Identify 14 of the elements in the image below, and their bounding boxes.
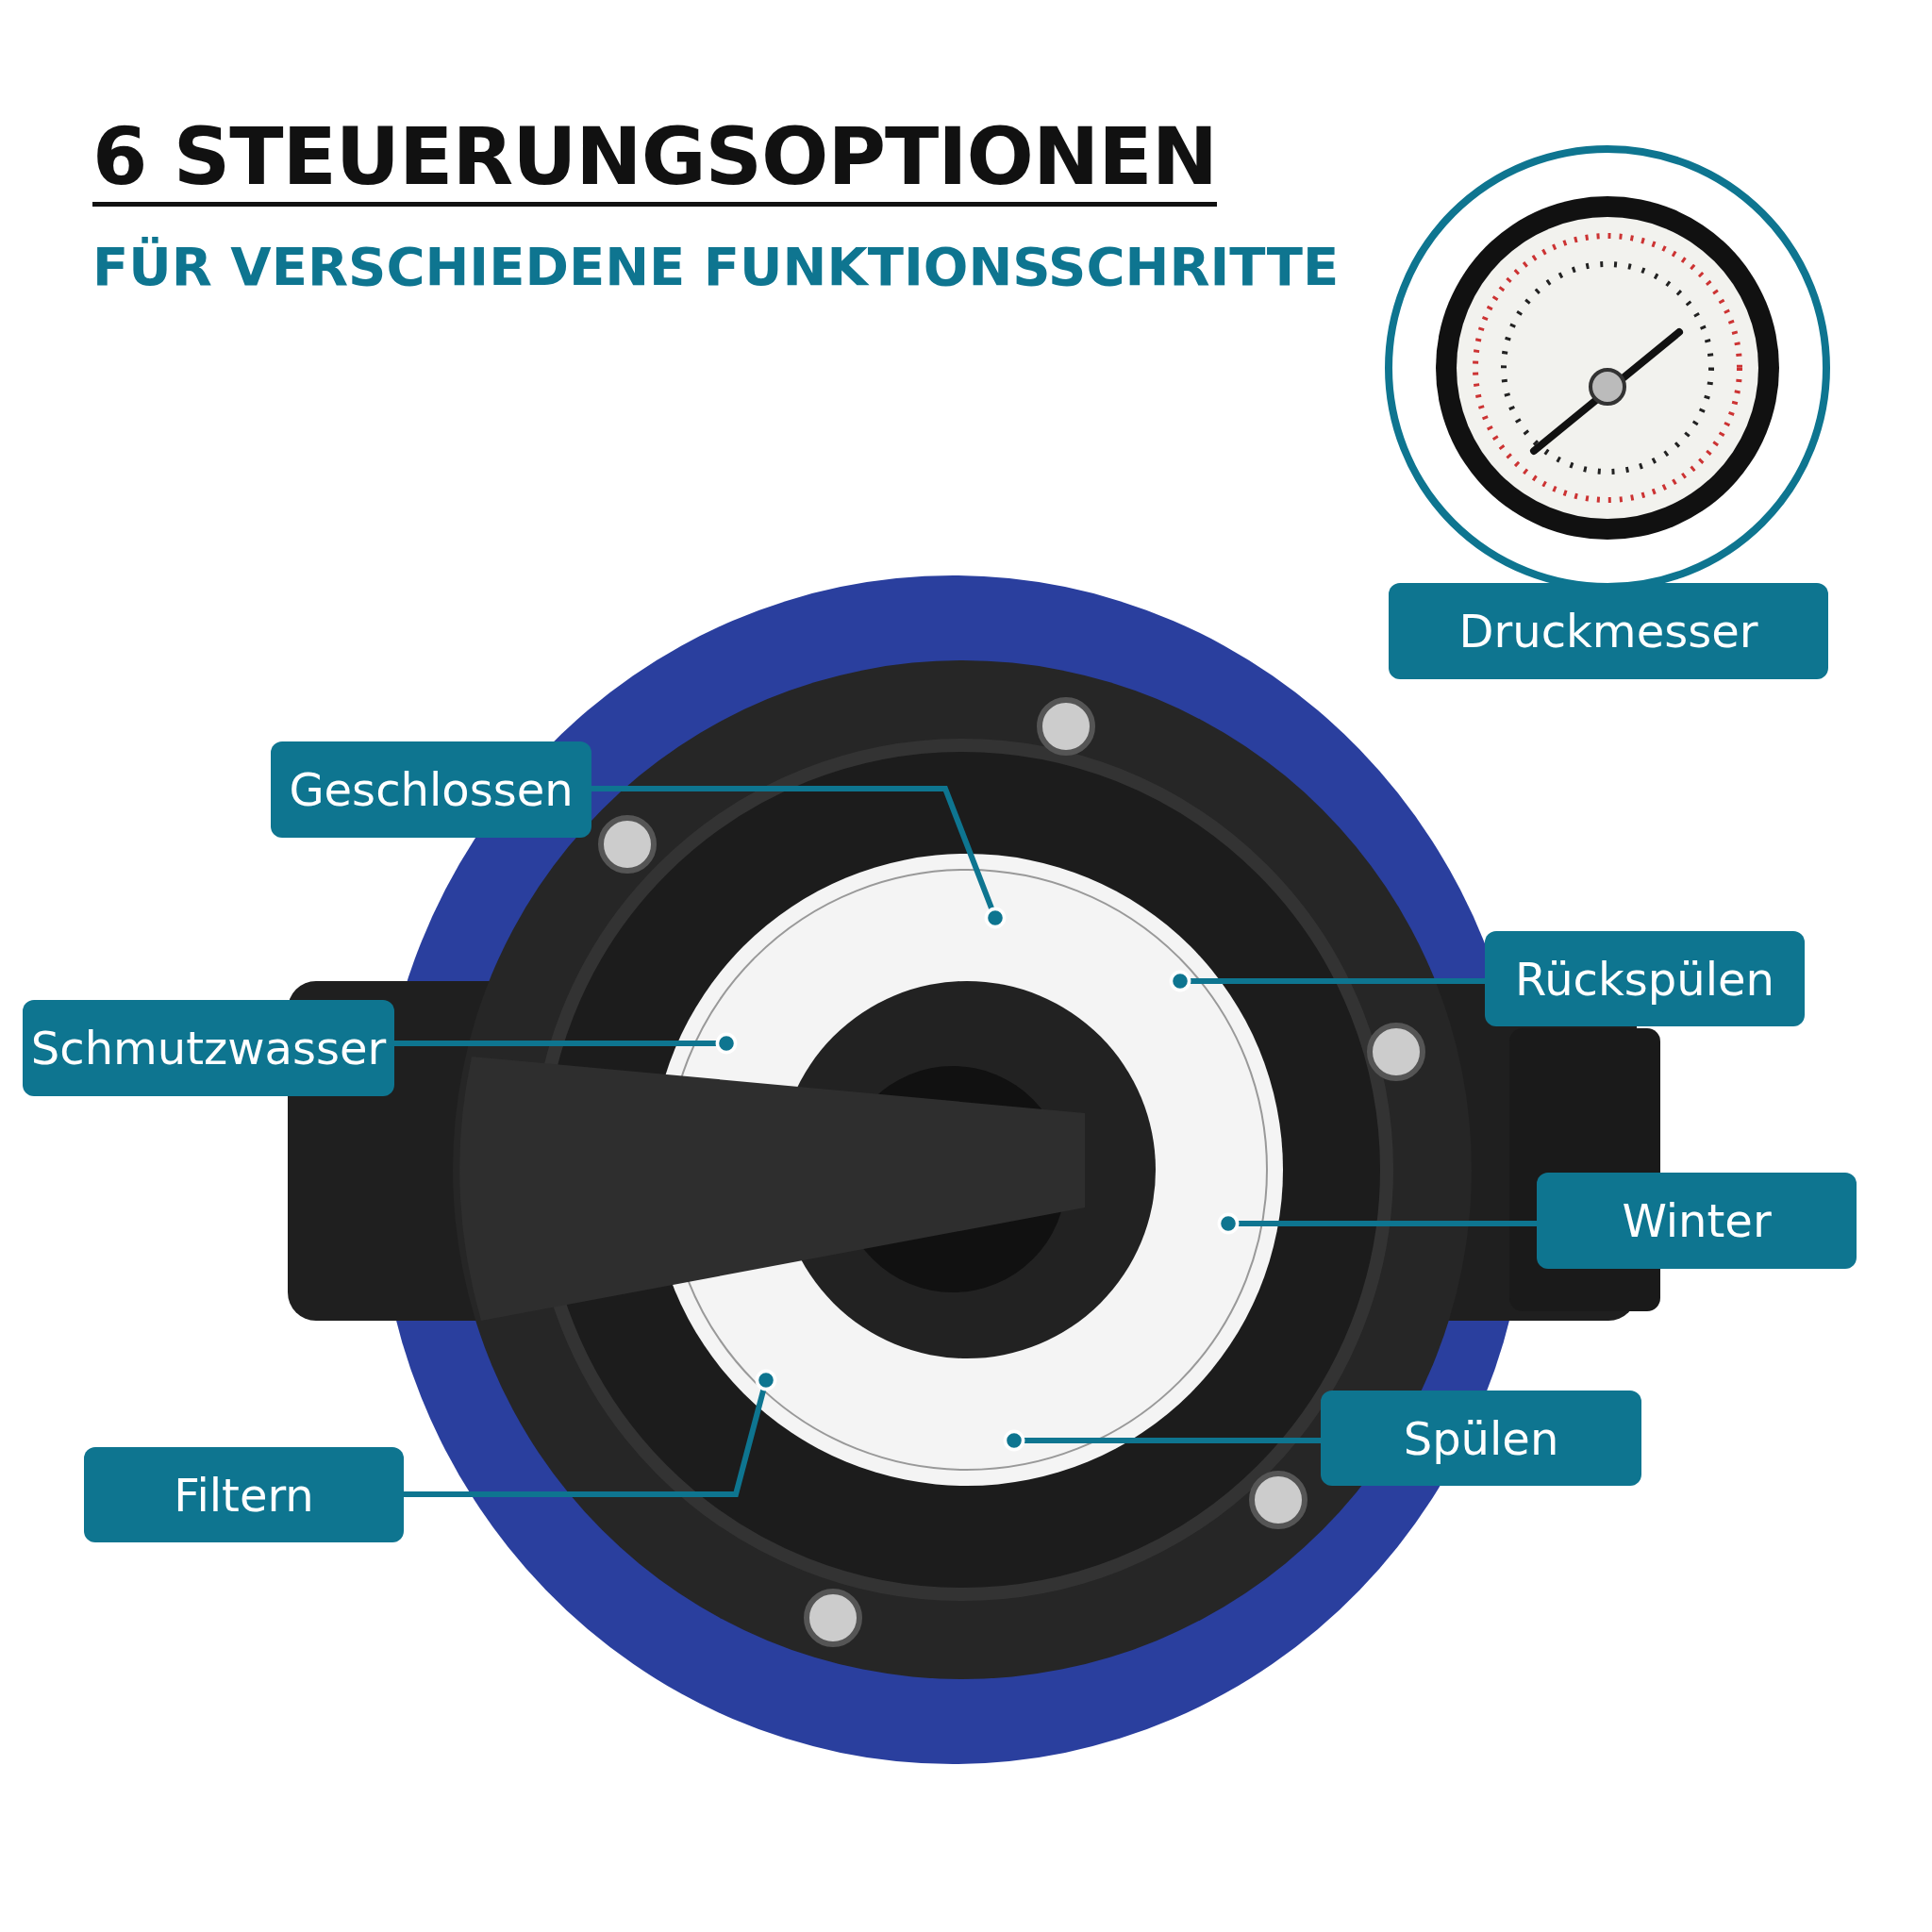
callout-label: Filtern xyxy=(84,1447,404,1542)
leader-line xyxy=(404,1369,777,1497)
callout-label: Druckmesser xyxy=(1389,583,1828,679)
leader-line xyxy=(1217,1212,1537,1235)
callout-label: Geschlossen xyxy=(271,741,591,838)
heading: 6 STEUERUNGSOPTIONEN xyxy=(92,111,1217,207)
callout-label: Rückspülen xyxy=(1485,931,1805,1026)
callout-label: Spülen xyxy=(1321,1391,1641,1486)
leader-line xyxy=(394,1032,738,1055)
callout-label: Winter xyxy=(1537,1173,1857,1269)
leader-line xyxy=(1169,970,1485,992)
callout-label: Schmutzwasser xyxy=(23,1000,394,1096)
subheading: FÜR VERSCHIEDENE FUNKTIONSSCHRITTE xyxy=(92,236,1340,297)
leader-line xyxy=(1003,1429,1321,1452)
